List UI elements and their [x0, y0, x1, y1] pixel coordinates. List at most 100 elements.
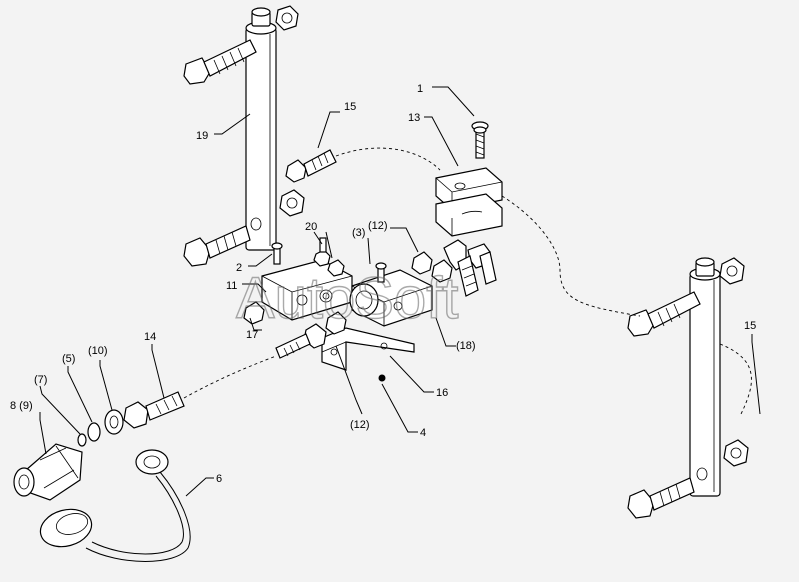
callout-18: (18): [456, 340, 476, 352]
fitting-12b: [431, 259, 453, 283]
tube-bottom-hole: [250, 217, 262, 231]
top-bolt-thread: [213, 47, 245, 75]
mid-nut-hole: [286, 197, 298, 209]
leader: [39, 385, 81, 435]
leader: [335, 345, 363, 415]
hose-run: [719, 343, 752, 417]
fitting-14-nut: [123, 401, 149, 429]
callout-6: 6: [216, 473, 222, 485]
port-inner: [322, 292, 330, 300]
fitting-14-thread: [155, 395, 178, 415]
leader: [381, 383, 418, 433]
leader-lines: [39, 86, 761, 497]
tube-top-cap-end: [251, 7, 271, 17]
callout-5: (5): [62, 353, 75, 365]
leader: [214, 113, 251, 135]
bottom-bolt-shank: [649, 477, 695, 511]
port: [393, 301, 403, 311]
leader: [751, 334, 761, 415]
strap-outer: [85, 471, 191, 562]
callout-20: 20: [305, 221, 317, 233]
callout-labels: 1 13 15 19 20 (12) (3) 2 11 17 (18) 16 (…: [10, 83, 756, 485]
watermark: AutoSoft: [236, 266, 458, 331]
mid-nut: [279, 189, 305, 217]
top-nut: [719, 257, 745, 285]
dust-cap-6: [39, 449, 191, 562]
bracket-16: [321, 327, 415, 371]
valve-block-assembly: [243, 237, 497, 327]
fitting-12-bracket-2: [325, 311, 347, 335]
callout-11: 11: [226, 280, 237, 292]
banjo-bolt-thread: [461, 265, 477, 287]
tube-top-cap-end: [695, 257, 715, 267]
callout-15: 15: [344, 101, 356, 113]
leader: [39, 412, 47, 455]
callout-19: 19: [196, 130, 208, 142]
leader: [432, 86, 475, 117]
port: [296, 294, 308, 306]
leader: [317, 111, 340, 149]
screw-thread: [475, 133, 485, 156]
strap-inner: [91, 475, 184, 555]
clamp-lower-edges: [451, 210, 483, 236]
callout-4: 4: [420, 427, 426, 439]
coupler-assembly: [13, 391, 185, 501]
banjo-bolt-2: [479, 251, 497, 285]
fitting-14-body: [145, 391, 185, 421]
leader: [151, 344, 165, 399]
valve-spool-inner: [355, 290, 373, 310]
mid-nut-hole: [730, 447, 742, 459]
port: [319, 289, 333, 303]
fitting-body: [275, 333, 311, 359]
fitting-20b: [327, 259, 345, 277]
bracket-hole: [380, 342, 388, 350]
tube-body: [245, 27, 277, 251]
fitting-thread: [311, 152, 329, 171]
callout-12-lower: (12): [350, 419, 370, 431]
hose-run: [501, 195, 641, 317]
clamp-lower: [435, 193, 503, 237]
leader: [390, 227, 419, 253]
leader: [249, 317, 262, 331]
leader: [367, 237, 371, 265]
strap-ring-hole: [143, 455, 161, 469]
top-nut: [275, 5, 299, 31]
bracket-assembly: [275, 311, 415, 382]
bottom-bolt-head: [183, 237, 211, 267]
callout-17: 17: [246, 329, 258, 341]
bracket-edge: [321, 341, 347, 353]
coupler-ribs: [39, 445, 79, 489]
top-bolt-head: [627, 309, 655, 337]
bracket-hole: [330, 348, 338, 356]
fitting-20a-stem: [319, 237, 327, 253]
fitting-12a: [411, 251, 433, 275]
clamp-hole: [454, 182, 466, 190]
mid-nut: [723, 439, 749, 467]
hose-run: [183, 355, 277, 399]
leader: [424, 116, 459, 167]
leader: [389, 355, 434, 393]
fitting-17: [243, 301, 265, 325]
fitting-15-upper: [285, 149, 337, 183]
leader: [67, 366, 93, 423]
clamp-block-assembly: [435, 121, 503, 237]
leader: [99, 360, 113, 411]
valve-spool: [349, 283, 379, 317]
coupler-bore: [18, 474, 30, 490]
top-bolt-thread: [657, 303, 681, 327]
adapter-10: [104, 409, 124, 435]
hose-run: [335, 147, 441, 171]
callout-10: (10): [88, 345, 108, 357]
callout-16: 16: [436, 387, 448, 399]
callout-3: (3): [352, 227, 365, 239]
bottom-bolt-shank: [205, 225, 251, 259]
strap-ring: [135, 449, 169, 475]
screw-3-head: [375, 262, 387, 270]
hose-lines: [183, 147, 752, 417]
cap-inner: [55, 513, 89, 535]
callout-13: 13: [408, 112, 420, 124]
top-nut-hole: [281, 12, 293, 24]
top-nut-hole: [726, 265, 738, 277]
